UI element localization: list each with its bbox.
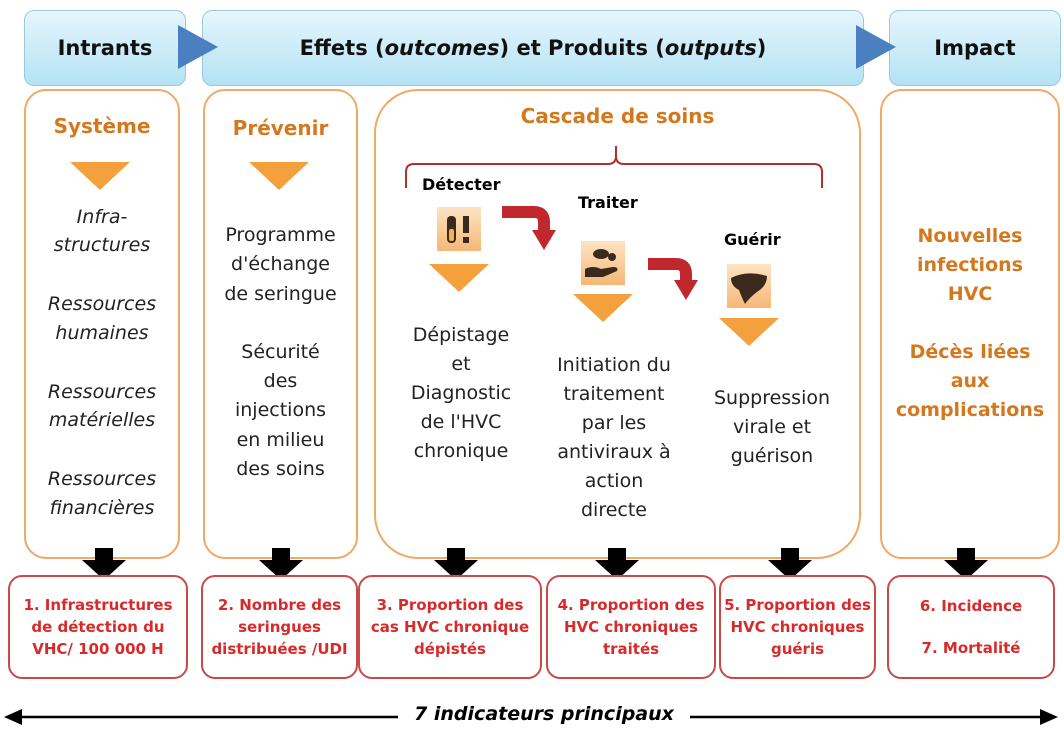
traiter-line-0: Initiation du: [557, 354, 671, 376]
liver-icon: [727, 264, 771, 308]
impact-line-3: Décès liées: [909, 341, 1031, 363]
impact-line-2: HVC: [947, 283, 993, 305]
systeme-triangle: [70, 162, 130, 190]
impact-line-0: Nouvelles: [917, 225, 1023, 247]
curved-arrow-2: [648, 258, 698, 300]
systeme-item-0: Infra-: [76, 206, 128, 228]
guerir-label: Guérir: [724, 230, 781, 249]
cascade-title: Cascade de soins: [520, 104, 715, 128]
detecter-label: Détecter: [422, 175, 501, 194]
impact-line-1: infections: [917, 254, 1023, 276]
traiter-line-5: directe: [580, 499, 647, 521]
down-arrow-2: [259, 548, 303, 580]
down-arrow-1: [82, 548, 126, 580]
traiter-triangle: [573, 294, 633, 322]
prevenir-line-6: en milieu: [236, 429, 325, 451]
pills-hand-icon: [581, 241, 625, 285]
prevenir-line-5: injections: [234, 399, 327, 421]
curved-arrow-1: [502, 206, 556, 250]
systeme-item-7: financières: [49, 497, 155, 519]
systeme-item-2: Ressources: [47, 293, 157, 315]
detecter-line-1: et: [451, 353, 471, 375]
prevenir-line-1: d'échange: [231, 253, 330, 275]
guerir-line-0: Suppression: [713, 387, 831, 409]
footer-label: 7 indicateurs principaux: [414, 703, 674, 725]
cascade-bracket: [405, 146, 823, 188]
footer-arrow: [4, 709, 1058, 725]
prevenir-line-7: des soins: [236, 458, 325, 480]
header-intrants-label: Intrants: [57, 36, 153, 60]
header-intrants: Intrants: [24, 10, 186, 86]
detecter-line-4: chronique: [413, 440, 509, 462]
guerir-line-1: virale et: [732, 416, 812, 438]
detecter-line-3: de l'HVC: [420, 411, 502, 433]
systeme-item-1: structures: [53, 234, 151, 256]
guerir-triangle: [719, 318, 779, 346]
impact-line-4: aux: [950, 370, 990, 392]
header-impact-label: Impact: [934, 36, 1016, 60]
down-arrow-5: [768, 548, 812, 580]
systeme-item-4: Ressources: [47, 381, 157, 403]
detecter-triangle: [429, 264, 489, 292]
header-effets-label: Effets (outcomes) et Produits (outputs): [299, 36, 767, 60]
systeme-item-6: Ressources: [47, 468, 157, 490]
flow-arrow-2: [856, 25, 896, 69]
down-arrow-6: [944, 548, 988, 580]
prevenir-line-3: Sécurité: [241, 341, 320, 363]
prevenir-line-0: Programme: [225, 224, 336, 246]
down-arrow-4: [595, 548, 639, 580]
guerir-line-2: guérison: [730, 445, 814, 467]
detecter-line-2: Diagnostic: [410, 382, 512, 404]
header-effets: Effets (outcomes) et Produits (outputs): [202, 10, 864, 86]
detecter-line-0: Dépistage: [412, 324, 510, 346]
header-impact: Impact: [889, 10, 1061, 86]
prevenir-line-2: de seringue: [224, 283, 337, 305]
traiter-line-4: action: [584, 470, 644, 492]
down-arrow-3: [434, 548, 478, 580]
flow-arrow-1: [178, 25, 218, 69]
traiter-line-2: par les: [581, 412, 647, 434]
test-tube-icon: [437, 207, 481, 251]
systeme-item-5: matérielles: [48, 409, 156, 431]
impact-line-5: complications: [895, 399, 1045, 421]
systeme-item-3: humaines: [55, 322, 149, 344]
prevenir-box: [203, 89, 358, 559]
systeme-title: Système: [53, 114, 151, 138]
impact-box: [880, 89, 1060, 559]
traiter-line-3: antiviraux à: [557, 441, 671, 463]
prevenir-line-4: des: [263, 370, 298, 392]
traiter-line-1: traitement: [563, 383, 665, 405]
prevenir-triangle: [249, 162, 309, 190]
prevenir-title: Prévenir: [232, 116, 329, 140]
cascade-box: [374, 89, 861, 559]
traiter-label: Traiter: [578, 193, 638, 212]
